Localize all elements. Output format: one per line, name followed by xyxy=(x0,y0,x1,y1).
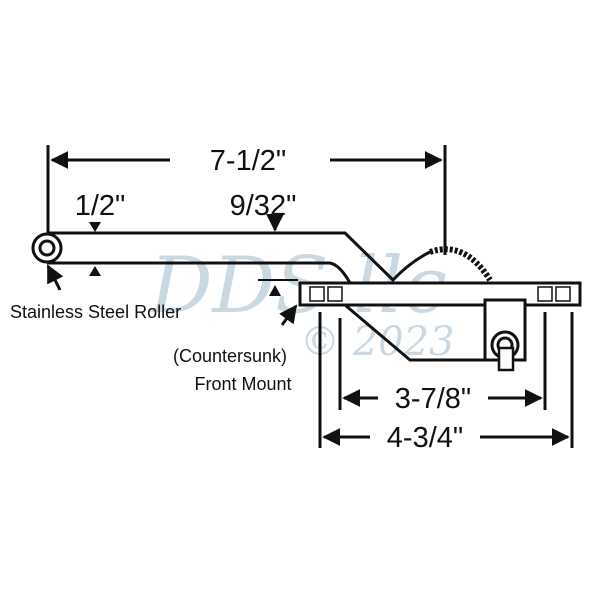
hole-spacing-label: 3-7/8" xyxy=(395,383,471,415)
arm-offset-label: 9/32" xyxy=(230,190,297,222)
roller xyxy=(31,232,63,264)
offset-markers xyxy=(89,222,281,296)
roller-label: Stainless Steel Roller xyxy=(10,302,181,322)
mount-leader-arrow xyxy=(279,304,298,326)
operator-housing xyxy=(483,298,527,372)
arm xyxy=(47,231,493,284)
mount-label-line2: Front Mount xyxy=(194,374,291,394)
roller-offset-label: 1/2" xyxy=(75,190,126,222)
watermark-copyright: © 2023 xyxy=(300,319,455,365)
gear-teeth xyxy=(429,246,493,282)
overall-length-label: 7-1/2" xyxy=(210,145,286,177)
mount-label-line1: (Countersunk) xyxy=(173,346,287,366)
roller-leader-arrow xyxy=(46,264,64,291)
base-plate xyxy=(298,281,582,362)
drive-stud xyxy=(497,346,515,372)
base-length-label: 4-3/4" xyxy=(387,422,463,454)
